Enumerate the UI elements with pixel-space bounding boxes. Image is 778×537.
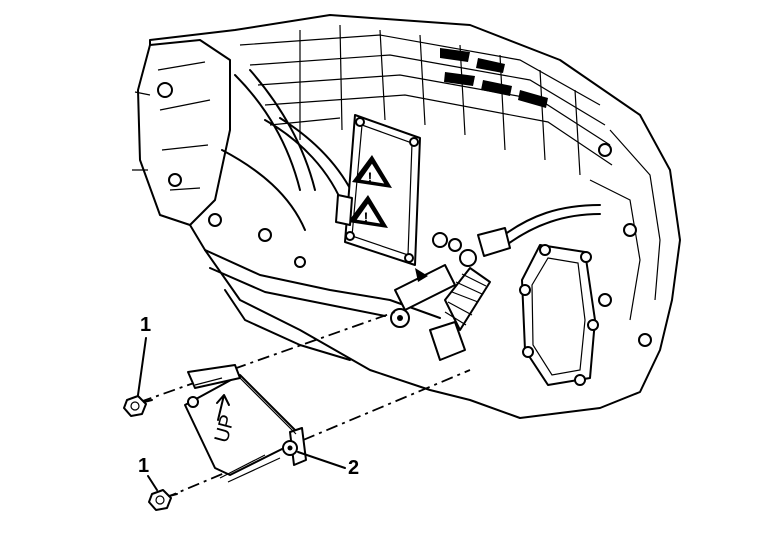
assembly-guide-lines [139, 311, 471, 499]
callout-number: 1 [140, 314, 151, 336]
bracket-part: UP [184, 364, 307, 483]
bolt-upper [123, 395, 153, 417]
shift-cable-assembly [390, 204, 601, 361]
callout-number: 1 [138, 455, 149, 477]
callout-number: 2 [348, 457, 359, 479]
callout-2: 2 [297, 451, 359, 479]
svg-text:!: ! [368, 169, 373, 185]
side-cover-plate [519, 244, 599, 386]
callout-1-upper: 1 [137, 314, 151, 396]
svg-text:!: ! [364, 209, 369, 225]
up-arrow-icon [216, 394, 230, 421]
bolt-lower [148, 489, 178, 511]
callout-1-lower: 1 [138, 455, 158, 491]
transmission-control-module: ! ! [335, 114, 421, 266]
